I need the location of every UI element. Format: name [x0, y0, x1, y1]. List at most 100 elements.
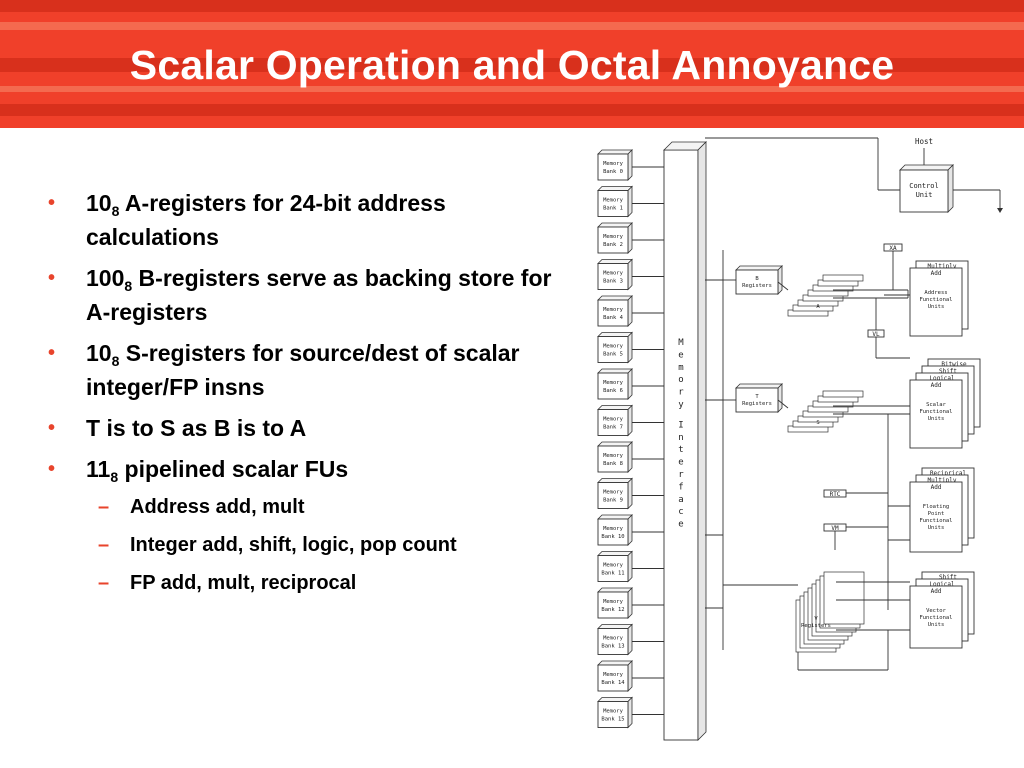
address-functional-units-layer: [909, 267, 963, 337]
vector-functional-units-layer: [909, 585, 963, 649]
bullet-text: 10: [86, 190, 112, 216]
v-register-layer: [823, 571, 865, 625]
memory-bank-side: [627, 258, 633, 291]
vector-functional-units-tab-label: Shift: [939, 574, 957, 581]
title-band: Scalar Operation and Octal Annoyance: [0, 0, 1024, 128]
memory-bank-label: Memory: [603, 417, 624, 423]
bullet-item: • 108 S-registers for source/dest of sca…: [44, 336, 564, 404]
memory-bank-label: Bank 4: [603, 315, 624, 321]
control-unit-label: Unit: [916, 191, 933, 199]
memory-bank-label: Bank 9: [603, 498, 623, 504]
memory-bank-top: [597, 222, 633, 228]
b-registers: [735, 269, 779, 295]
memory-bank-label: Bank 8: [603, 461, 623, 467]
memory-bank-label: Bank 5: [603, 352, 623, 358]
scalar-functional-units-tab-label: Logical: [929, 375, 955, 382]
memory-interface-letter: f: [678, 482, 683, 492]
b-registers-label: Registers: [742, 283, 772, 289]
address-functional-units-label: Units: [928, 304, 945, 310]
vector-functional-units-label: Units: [928, 622, 945, 628]
memory-bank: [597, 153, 629, 181]
bullet-subscript: 8: [110, 469, 119, 485]
memory-interface-letter: e: [678, 350, 683, 360]
memory-interface-letter: I: [678, 420, 683, 430]
memory-bank-top: [597, 697, 633, 702]
bullet-marker: •: [48, 342, 56, 364]
fp-functional-units-tab-label: Reciprical: [930, 470, 967, 477]
scalar-functional-units-layer: [909, 379, 963, 449]
memory-bank-side: [627, 222, 633, 254]
memory-bank-top: [597, 295, 633, 301]
connector-line: [777, 399, 789, 409]
vector-functional-units-tab-label: Add: [931, 588, 942, 595]
bullet-item: • 108 A-registers for 24-bit address cal…: [44, 186, 564, 254]
memory-interface-letter: n: [678, 433, 683, 443]
memory-bank-side: [627, 185, 633, 218]
bullet-subscript: 8: [111, 203, 120, 219]
memory-bank: [597, 226, 629, 254]
fp-functional-units-label: Floating: [923, 504, 950, 510]
memory-interface: [663, 149, 699, 741]
bullet-list: • 108 A-registers for 24-bit address cal…: [44, 186, 564, 607]
v-registers-label: Registers: [801, 623, 831, 629]
memory-bank-top: [597, 514, 633, 520]
rtc-box: [823, 489, 847, 498]
b-registers-label: B: [755, 276, 759, 282]
bullet-text: S-registers for source/dest of scalar in…: [86, 340, 520, 400]
memory-bank-label: Memory: [603, 599, 624, 605]
address-functional-units-label: Address: [924, 290, 947, 296]
memory-interface-side: [697, 141, 707, 741]
memory-bank-top: [597, 551, 633, 556]
t-registers-top: [735, 383, 783, 389]
sub-bullet-item: – Address add, mult: [44, 493, 564, 521]
memory-bank-top: [597, 186, 633, 191]
memory-interface-letter: t: [678, 445, 683, 455]
vector-functional-units-tab-label: Logical: [929, 581, 955, 588]
memory-bank-label: Bank 1: [603, 206, 623, 212]
memory-bank: [597, 628, 629, 655]
xa-label: XA: [889, 245, 897, 252]
memory-bank-label: Memory: [603, 198, 624, 204]
vector-functional-units-label: Vector: [926, 608, 947, 614]
memory-interface-letter: r: [678, 388, 684, 398]
memory-bank: [597, 372, 629, 400]
bullet-marker: •: [48, 192, 56, 214]
a-register-label: A: [816, 304, 820, 310]
bullet-item: • 1008 B-registers serve as backing stor…: [44, 261, 564, 329]
memory-interface-letter: a: [678, 495, 683, 505]
memory-bank-label: Bank 12: [601, 607, 624, 613]
address-functional-units-tab-label: Add: [931, 270, 942, 277]
sub-bullet-item: – Integer add, shift, logic, pop count: [44, 531, 564, 559]
memory-bank-side: [627, 623, 633, 656]
bullet-marker: •: [48, 267, 56, 289]
memory-bank-label: Memory: [603, 636, 624, 642]
memory-bank-side: [627, 514, 633, 546]
fp-functional-units-layer: [909, 481, 963, 553]
memory-bank: [597, 701, 629, 728]
memory-interface-letter: c: [678, 507, 683, 517]
bullet-marker: •: [48, 417, 56, 439]
arrow-head: [997, 208, 1003, 213]
s-register-slot: [822, 390, 864, 398]
memory-bank-side: [627, 295, 633, 327]
band-stripe: [0, 0, 1024, 12]
memory-bank-label: Memory: [603, 344, 624, 350]
memory-bank-side: [627, 331, 633, 364]
memory-bank: [597, 591, 629, 619]
control-unit: [899, 169, 949, 213]
memory-bank-top: [597, 332, 633, 337]
fp-functional-units-tab-label: Multiply: [928, 477, 957, 484]
memory-bank: [597, 299, 629, 327]
memory-bank-label: Bank 3: [603, 279, 623, 285]
address-functional-units-label: Functional: [919, 297, 952, 303]
rtc-label: RTC: [830, 491, 841, 498]
sub-bullet-text: FP add, mult, reciprocal: [130, 572, 357, 594]
bullet-text: 11: [86, 456, 111, 482]
slide-title: Scalar Operation and Octal Annoyance: [129, 42, 895, 88]
bullet-marker: •: [48, 458, 56, 480]
memory-interface-letter: o: [678, 375, 683, 385]
memory-bank-label: Bank 10: [601, 534, 624, 540]
vl-label: VL: [872, 331, 880, 338]
vector-functional-units-label: Functional: [919, 615, 952, 621]
